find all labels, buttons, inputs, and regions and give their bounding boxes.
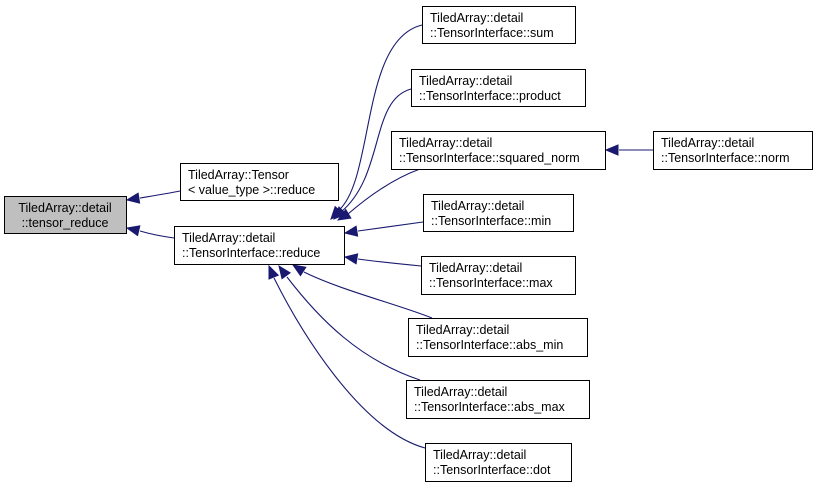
node-box[interactable] — [423, 194, 574, 232]
node-box[interactable] — [411, 69, 586, 107]
node-label-line1: TiledArray::detail — [429, 261, 522, 275]
arrowhead-icon — [336, 208, 352, 221]
node-tensor-reduce[interactable]: TiledArray::detail::tensor_reduce — [4, 196, 127, 234]
node-ti-abs-max[interactable]: TiledArray::detail::TensorInterface::abs… — [406, 380, 590, 419]
node-box[interactable] — [174, 226, 345, 265]
node-ti-norm[interactable]: TiledArray::detail::TensorInterface::nor… — [653, 131, 813, 170]
edge-line — [139, 190, 181, 199]
edge-ti_reduce-to-tensor_reduce — [125, 225, 175, 239]
arrowhead-icon — [604, 144, 619, 156]
node-tensor-value-reduce[interactable]: TiledArray::Tensor< value_type >::reduce — [180, 163, 339, 201]
node-box[interactable] — [406, 380, 590, 419]
edge-ti_dot-to-ti_reduce — [268, 264, 426, 449]
node-label-line2: ::TensorInterface::abs_min — [416, 338, 563, 352]
edge-ti_abs_max-to-ti_reduce — [278, 264, 421, 381]
node-label-line2: ::TensorInterface::max — [429, 276, 553, 290]
node-label-line2: ::TensorInterface::squared_norm — [399, 151, 580, 165]
node-ti-product[interactable]: TiledArray::detail::TensorInterface::pro… — [411, 69, 586, 107]
edge-ti_sum-to-ti_reduce — [330, 24, 423, 220]
arrowhead-icon — [125, 192, 141, 204]
arrowhead-icon — [343, 253, 359, 265]
edge-ti_abs_min-to-ti_reduce — [291, 264, 433, 319]
node-label-line1: TiledArray::detail — [416, 323, 509, 337]
arrowhead-icon — [343, 225, 359, 237]
node-label-line2: ::TensorInterface::dot — [433, 463, 551, 477]
node-label-line1: TiledArray::detail — [414, 385, 507, 399]
node-label-line2: ::TensorInterface::sum — [430, 26, 554, 40]
node-box[interactable] — [391, 131, 606, 170]
edge-line — [337, 24, 423, 212]
edge-line — [340, 88, 412, 213]
edge-line — [273, 277, 426, 449]
arrowhead-icon — [125, 225, 141, 237]
node-box[interactable] — [408, 318, 588, 357]
node-ti-squared-norm[interactable]: TiledArray::detail::TensorInterface::squ… — [391, 131, 606, 170]
node-label-line1: TiledArray::detail — [419, 74, 512, 88]
edge-line — [286, 276, 421, 381]
node-ti-reduce[interactable]: TiledArray::detail::TensorInterface::red… — [174, 226, 345, 265]
node-label-line1: TiledArray::detail — [431, 199, 524, 213]
edge-ti_min-to-ti_reduce — [343, 221, 424, 237]
edge-line — [357, 221, 424, 232]
node-box[interactable] — [180, 163, 339, 201]
node-ti-min[interactable]: TiledArray::detail::TensorInterface::min — [423, 194, 574, 232]
node-label-line2: ::TensorInterface::norm — [661, 151, 790, 165]
node-label-line1: TiledArray::detail — [433, 448, 526, 462]
node-label-line1: TiledArray::detail — [661, 136, 754, 150]
edges-layer — [125, 24, 653, 449]
node-box[interactable] — [425, 443, 572, 482]
nodes-layer: TiledArray::detail::tensor_reduceTiledAr… — [4, 6, 813, 482]
edge-ti_norm-to-ti_squared_norm — [604, 144, 653, 156]
node-label-line1: TiledArray::detail — [18, 201, 111, 215]
edge-line — [303, 271, 433, 319]
node-box[interactable] — [4, 196, 127, 234]
arrowhead-icon — [268, 264, 280, 280]
node-box[interactable] — [422, 6, 576, 44]
node-label-line2: ::TensorInterface::abs_max — [414, 400, 566, 414]
edge-ti_max-to-ti_reduce — [343, 253, 422, 267]
node-ti-dot[interactable]: TiledArray::detail::TensorInterface::dot — [425, 443, 572, 482]
node-ti-max[interactable]: TiledArray::detail::TensorInterface::max — [421, 256, 576, 295]
edge-ti_squared_norm-to-ti_reduce — [336, 168, 421, 221]
edge-line — [347, 168, 421, 215]
node-label-line1: TiledArray::detail — [430, 11, 523, 25]
node-ti-sum[interactable]: TiledArray::detail::TensorInterface::sum — [422, 6, 576, 44]
edge-line — [357, 258, 422, 267]
node-label-line2: ::TensorInterface::reduce — [182, 246, 320, 260]
node-ti-abs-min[interactable]: TiledArray::detail::TensorInterface::abs… — [408, 318, 588, 357]
arrowhead-icon — [278, 264, 292, 280]
node-label-line2: < value_type >::reduce — [188, 183, 315, 197]
edge-line — [139, 230, 175, 239]
node-label-line1: TiledArray::Tensor — [188, 168, 289, 182]
node-label-line2: ::tensor_reduce — [22, 216, 109, 230]
node-label-line2: ::TensorInterface::min — [431, 214, 551, 228]
edge-tensor_value_reduce-to-tensor_reduce — [125, 190, 181, 204]
node-box[interactable] — [421, 256, 576, 295]
node-label-line2: ::TensorInterface::product — [419, 89, 561, 103]
node-label-line1: TiledArray::detail — [399, 136, 492, 150]
node-box[interactable] — [653, 131, 813, 170]
arrowhead-icon — [291, 264, 307, 277]
node-label-line1: TiledArray::detail — [182, 231, 275, 245]
